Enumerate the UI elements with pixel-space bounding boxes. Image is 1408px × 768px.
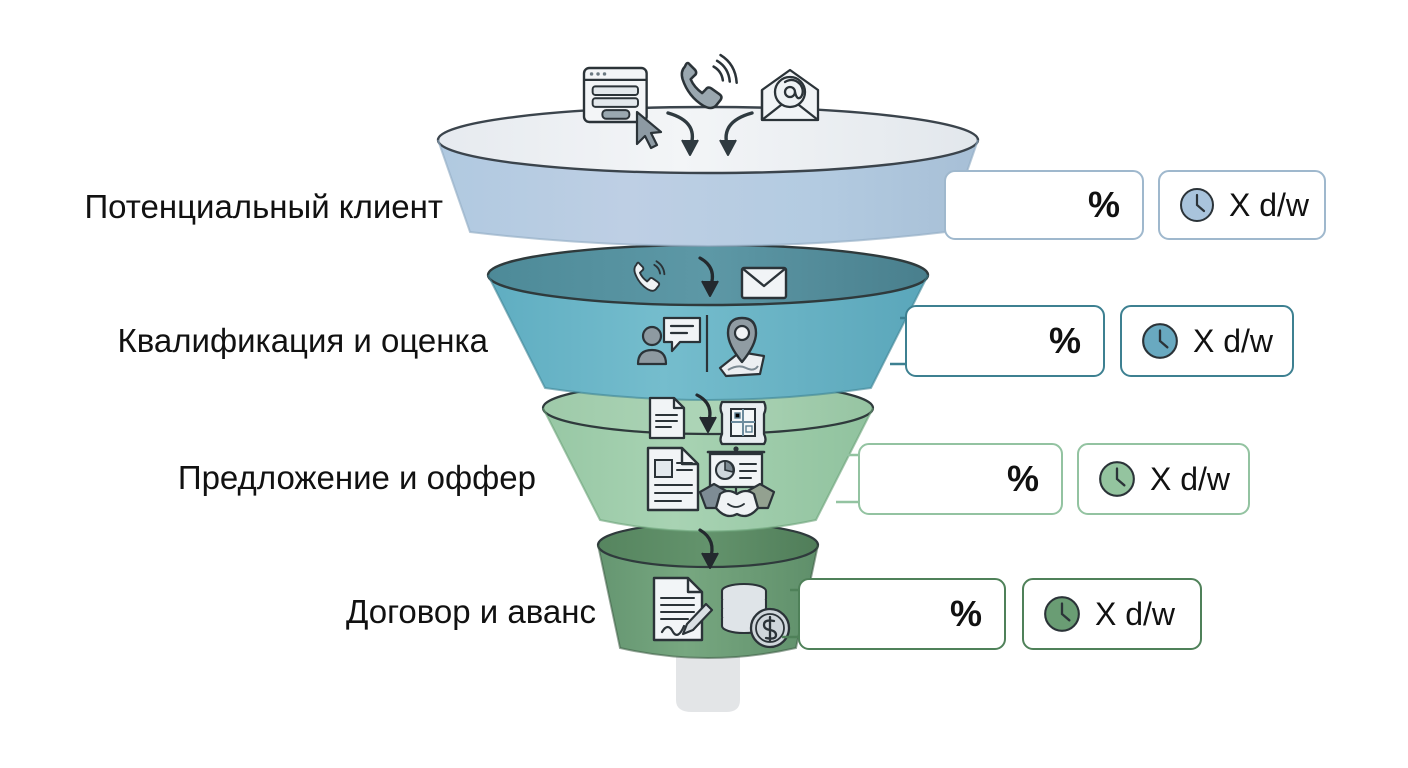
curved-arrow-icon <box>719 111 754 156</box>
funnel-stage-1[interactable] <box>436 105 980 247</box>
stage-label-3: Предложение и оффер <box>177 459 536 496</box>
signed-contract-icon <box>652 576 714 642</box>
conversion-value-2: % <box>1048 320 1081 361</box>
duration-value-3: X d/w <box>1150 461 1231 497</box>
duration-value-4: X d/w <box>1095 596 1176 632</box>
blueprint-icon <box>719 400 767 446</box>
conversion-box-1[interactable]: % <box>944 170 1144 240</box>
duration-box-3[interactable]: X d/w <box>1077 443 1250 515</box>
clock-icon <box>1180 188 1214 222</box>
duration-box-1[interactable]: X d/w <box>1158 170 1326 240</box>
coins-dollar-icon <box>720 582 791 649</box>
handshake-icon <box>698 482 776 518</box>
curved-arrow-icon <box>695 393 717 433</box>
conversion-value-4: % <box>949 593 982 634</box>
duration-value-1: X d/w <box>1229 187 1310 223</box>
stage-label-2: Квалификация и оценка <box>117 322 488 359</box>
document-page-icon <box>646 446 700 512</box>
clock-icon <box>1044 596 1080 632</box>
curved-arrow-icon <box>666 111 699 156</box>
conversion-value-1: % <box>1087 184 1120 225</box>
curved-arrow-icon <box>698 528 719 569</box>
clock-icon <box>1099 461 1135 497</box>
conversion-box-3[interactable]: % <box>858 443 1063 515</box>
duration-box-4[interactable]: X d/w <box>1022 578 1202 650</box>
curved-arrow-icon <box>698 256 719 297</box>
person-chat-icon <box>636 316 702 366</box>
map-pin-icon <box>718 316 766 378</box>
conversion-value-3: % <box>1006 458 1039 499</box>
conversion-box-2[interactable]: % <box>905 305 1105 377</box>
duration-box-2[interactable]: X d/w <box>1120 305 1294 377</box>
email-at-icon <box>760 68 820 122</box>
document-icon <box>648 396 686 440</box>
envelope-icon <box>740 266 788 300</box>
stage-label-4: Договор и аванс <box>346 593 596 630</box>
ringing-phone-icon <box>633 260 666 292</box>
ringing-phone-icon <box>680 53 738 110</box>
stage-label-1: Потенциальный клиент <box>84 188 443 225</box>
web-form-icon <box>582 66 648 124</box>
duration-value-2: X d/w <box>1193 323 1274 359</box>
clock-icon <box>1142 323 1178 359</box>
cursor-icon <box>635 110 663 150</box>
conversion-box-4[interactable]: % <box>798 578 1006 650</box>
